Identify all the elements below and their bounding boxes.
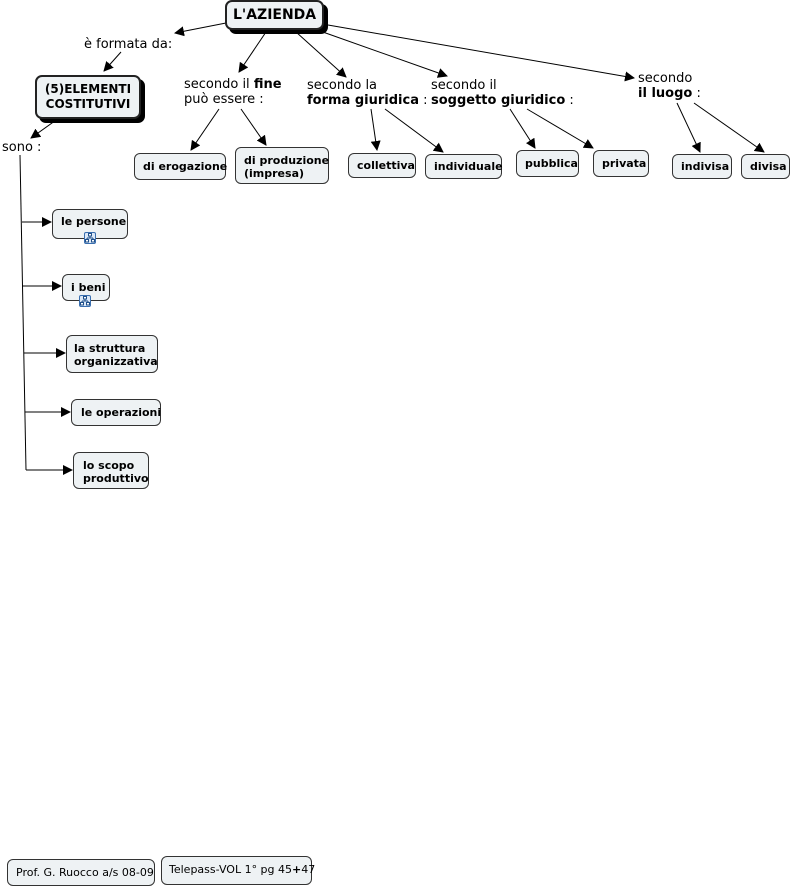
concept-map-icon[interactable]	[79, 295, 91, 307]
node-indivisa[interactable]: indivisa	[672, 154, 732, 179]
elementi-line2: COSTITUTIVI	[45, 97, 131, 111]
link-label-fine: secondo il fine può essere :	[184, 77, 282, 107]
node-divisa[interactable]: divisa	[741, 154, 790, 179]
link-root-soggetto	[319, 30, 448, 78]
link-root-formata	[174, 22, 227, 37]
node-la-struttura-organizzativa[interactable]: la struttura organizzativa	[66, 335, 158, 373]
link-formata-elementi	[103, 51, 122, 72]
node-le-operazioni[interactable]: le operazioni	[71, 399, 161, 426]
link-label-soggetto-giuridico: secondo il soggetto giuridico :	[431, 78, 574, 108]
concept-map-icon[interactable]	[84, 232, 96, 244]
node-di-produzione[interactable]: di produzione (impresa)	[235, 147, 329, 184]
node-lo-scopo-produttivo[interactable]: lo scopo produttivo	[73, 452, 149, 489]
node-di-erogazione[interactable]: di erogazione	[134, 153, 227, 180]
elementi-line1: (5)ELEMENTI	[44, 82, 132, 96]
link-label-sono: sono :	[2, 140, 42, 155]
node-collettiva[interactable]: collettiva	[348, 153, 416, 178]
reference-note[interactable]: Telepass-VOL 1° pg 45+47	[161, 856, 315, 885]
link-root-fine	[238, 31, 267, 73]
node-pubblica[interactable]: pubblica	[516, 150, 579, 177]
elementi-costitutivi-node[interactable]: (5)ELEMENTI COSTITUTIVI	[35, 75, 141, 119]
link-root-luogo	[327, 24, 635, 82]
link-elementi-sono	[30, 117, 60, 139]
link-root-forma	[295, 31, 347, 78]
node-individuale[interactable]: individuale	[425, 154, 503, 179]
author-note[interactable]: Prof. G. Ruocco a/s 08-09	[7, 859, 155, 886]
link-sono-trunk	[19, 154, 27, 471]
link-label-formata: è formata da:	[84, 37, 173, 52]
node-privata[interactable]: privata	[593, 150, 649, 177]
link-label-luogo: secondo il luogo :	[638, 71, 701, 101]
link-label-forma-giuridica: secondo la forma giuridica :	[307, 78, 428, 108]
root-node[interactable]: L'AZIENDA	[225, 0, 325, 30]
root-label: L'AZIENDA	[233, 7, 317, 23]
